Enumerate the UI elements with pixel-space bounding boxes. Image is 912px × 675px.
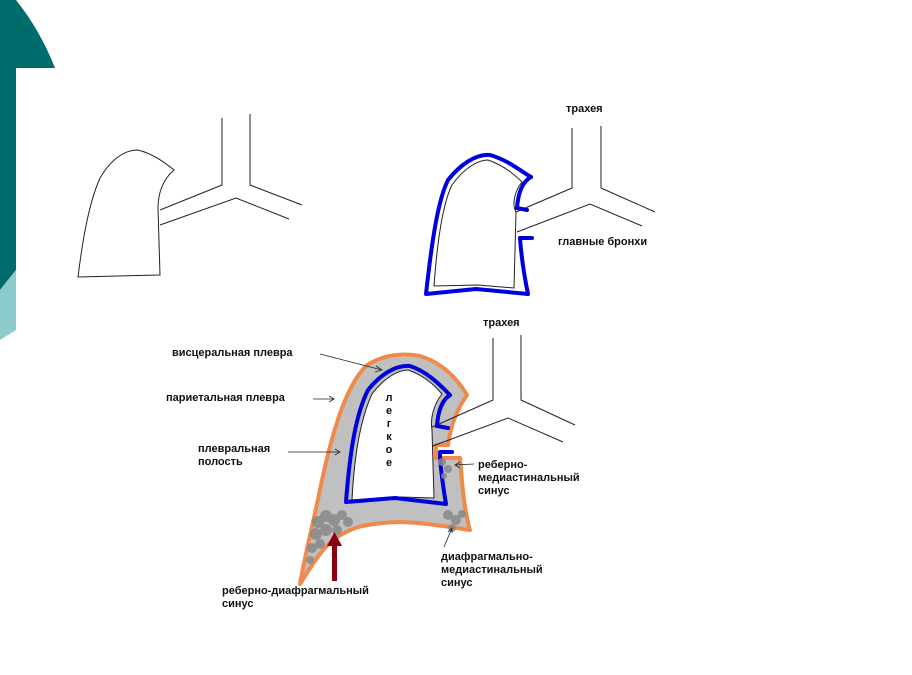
d3-trachea-left <box>429 338 494 429</box>
lung-letter: о <box>385 444 393 456</box>
lung-letter: к <box>386 431 392 443</box>
d2-bronchi-label: главные бронхи <box>558 236 648 248</box>
visceral-pleura-label: висцеральная плевра <box>172 347 293 359</box>
d3-costomediastinal-sinus-texture <box>438 458 452 479</box>
corner-light-strip <box>0 68 16 268</box>
d3-costodiaphragmatic-sinus-texture <box>306 510 353 564</box>
costomediastinal-line2: медиастинальный <box>478 472 580 484</box>
corner-teal-curve <box>16 0 55 68</box>
diaphragmomediastinal-line2: медиастинальный <box>441 564 543 576</box>
d1-trachea-right <box>249 114 303 206</box>
lung-letter: е <box>385 457 393 469</box>
d3-parietal-upper-notch <box>434 393 452 430</box>
d2-lung <box>433 159 523 289</box>
d3-red-arrow <box>327 532 342 581</box>
arrow-visceral <box>319 353 383 373</box>
lung-letter: е <box>385 405 393 417</box>
d2-bronchus-lower <box>516 203 643 233</box>
arrow-diaphragmomediastinal <box>443 527 453 548</box>
d2-parietal-outline <box>424 152 534 296</box>
d2-parietal-upper-notch <box>514 175 533 212</box>
diagram-2-parietal <box>424 126 656 296</box>
d3-trachea-right <box>520 335 576 426</box>
diaphragmomediastinal-line1: диафрагмально- <box>441 551 533 563</box>
diaphragmomediastinal-sinus-label: диафрагмально- медиастинальный синус <box>441 551 543 590</box>
costodiaphragmatic-line1: реберно-диафрагмальный <box>222 585 369 597</box>
arrow-cavity <box>288 448 341 456</box>
corner-light-teal <box>0 270 16 340</box>
d3-lung <box>351 369 443 501</box>
arrow-costomediastinal <box>454 461 475 469</box>
d3-annotation-arrows <box>288 353 475 548</box>
diagram-1-lung-outline <box>77 114 303 278</box>
diagram-3-pleura <box>288 335 576 586</box>
diaphragmomediastinal-line3: синус <box>441 577 473 589</box>
costomediastinal-line3: синус <box>478 485 510 497</box>
d3-diaphragmomediastinal-sinus-texture <box>443 510 466 532</box>
d2-trachea-left <box>515 128 573 213</box>
lung-letter: г <box>386 418 392 430</box>
lung-letter: л <box>385 392 393 404</box>
d1-trachea-left <box>159 118 223 211</box>
d2-trachea-right <box>600 126 656 213</box>
parietal-pleura-label: париетальная плевра <box>166 392 285 404</box>
d3-parietal-outline <box>344 363 454 506</box>
d3-bronchus-lower <box>429 417 564 448</box>
slide-corner-decoration <box>0 0 55 340</box>
d1-lung <box>77 149 175 278</box>
d1-bronchus-lower <box>159 197 290 226</box>
costomediastinal-line1: реберно- <box>478 459 528 471</box>
costomediastinal-sinus-label: реберно- медиастинальный синус <box>478 459 580 498</box>
costodiaphragmatic-line2: синус <box>222 598 254 610</box>
d3-trachea-label: трахея <box>483 317 520 329</box>
lung-vertical-label: л е г к о е <box>383 392 395 470</box>
pleural-cavity-line2: полость <box>198 456 243 468</box>
costodiaphragmatic-sinus-label: реберно-диафрагмальный синус <box>222 585 369 611</box>
pleural-cavity-line1: плевральная <box>198 443 271 455</box>
pleural-cavity-label: плевральная полость <box>198 443 270 469</box>
d2-trachea-label: трахея <box>566 103 603 115</box>
arrow-parietal <box>313 395 335 403</box>
